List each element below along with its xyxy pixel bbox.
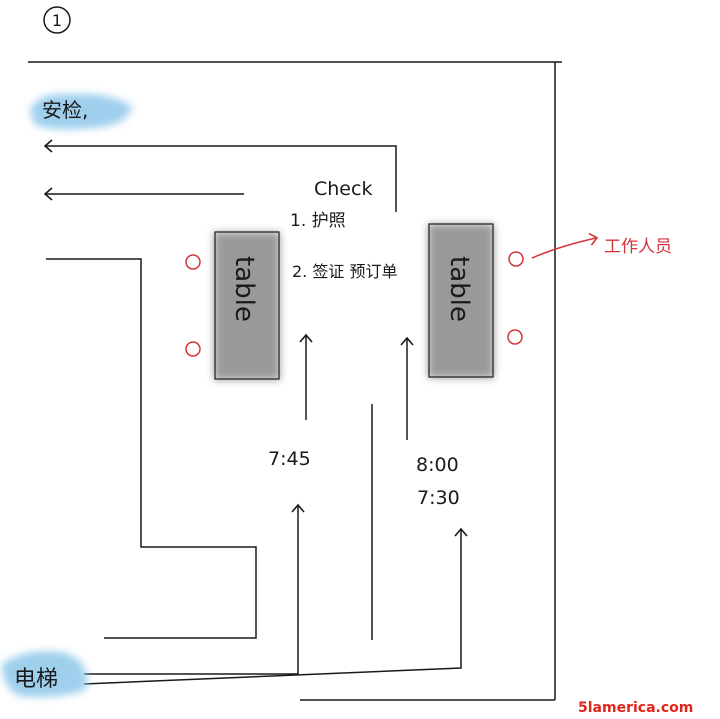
check-list: Check 1. 护照 2. 签证 预订单 xyxy=(290,178,397,281)
arrow-from-elevator-left xyxy=(84,503,305,675)
queue-barrier-left xyxy=(46,258,257,639)
staff-annotation: 工作人员 xyxy=(531,232,672,259)
staff-arrow xyxy=(531,232,599,259)
check-item-visa-booking: 2. 签证 预订单 xyxy=(292,262,397,281)
table-left: table xyxy=(185,231,280,380)
table-right: table xyxy=(428,223,524,378)
time-right-second: 7:30 xyxy=(417,487,460,509)
exit-flow-arrows xyxy=(43,139,397,212)
page-number-marker: 1 xyxy=(43,6,71,34)
seat-right-bottom xyxy=(507,329,523,345)
queue-barriers xyxy=(46,258,373,640)
table-left-label: table xyxy=(229,256,259,322)
security-check-area: 安检, xyxy=(30,93,132,130)
watermark: 5lamerica.com xyxy=(578,700,693,716)
seat-left-bottom xyxy=(185,341,201,357)
arrow-from-elevator-right xyxy=(83,527,468,685)
elevator-label: 电梯 xyxy=(14,667,58,692)
queue-flow-arrows xyxy=(83,333,468,685)
time-labels: 7:45 8:00 7:30 xyxy=(268,448,460,509)
time-left: 7:45 xyxy=(268,448,311,470)
staff-label: 工作人员 xyxy=(604,237,672,257)
exit-arrow-top xyxy=(43,139,397,212)
table-right-label: table xyxy=(444,256,474,322)
check-heading: Check xyxy=(314,178,372,200)
room-walls xyxy=(28,61,562,701)
check-item-passport: 1. 护照 xyxy=(290,211,346,231)
seat-left-top xyxy=(185,254,201,270)
elevator-area: 电梯 xyxy=(2,651,87,698)
page-number: 1 xyxy=(52,11,62,30)
seat-right-top xyxy=(508,251,524,267)
time-right-first: 8:00 xyxy=(416,454,459,476)
security-check-label: 安检, xyxy=(42,98,88,122)
